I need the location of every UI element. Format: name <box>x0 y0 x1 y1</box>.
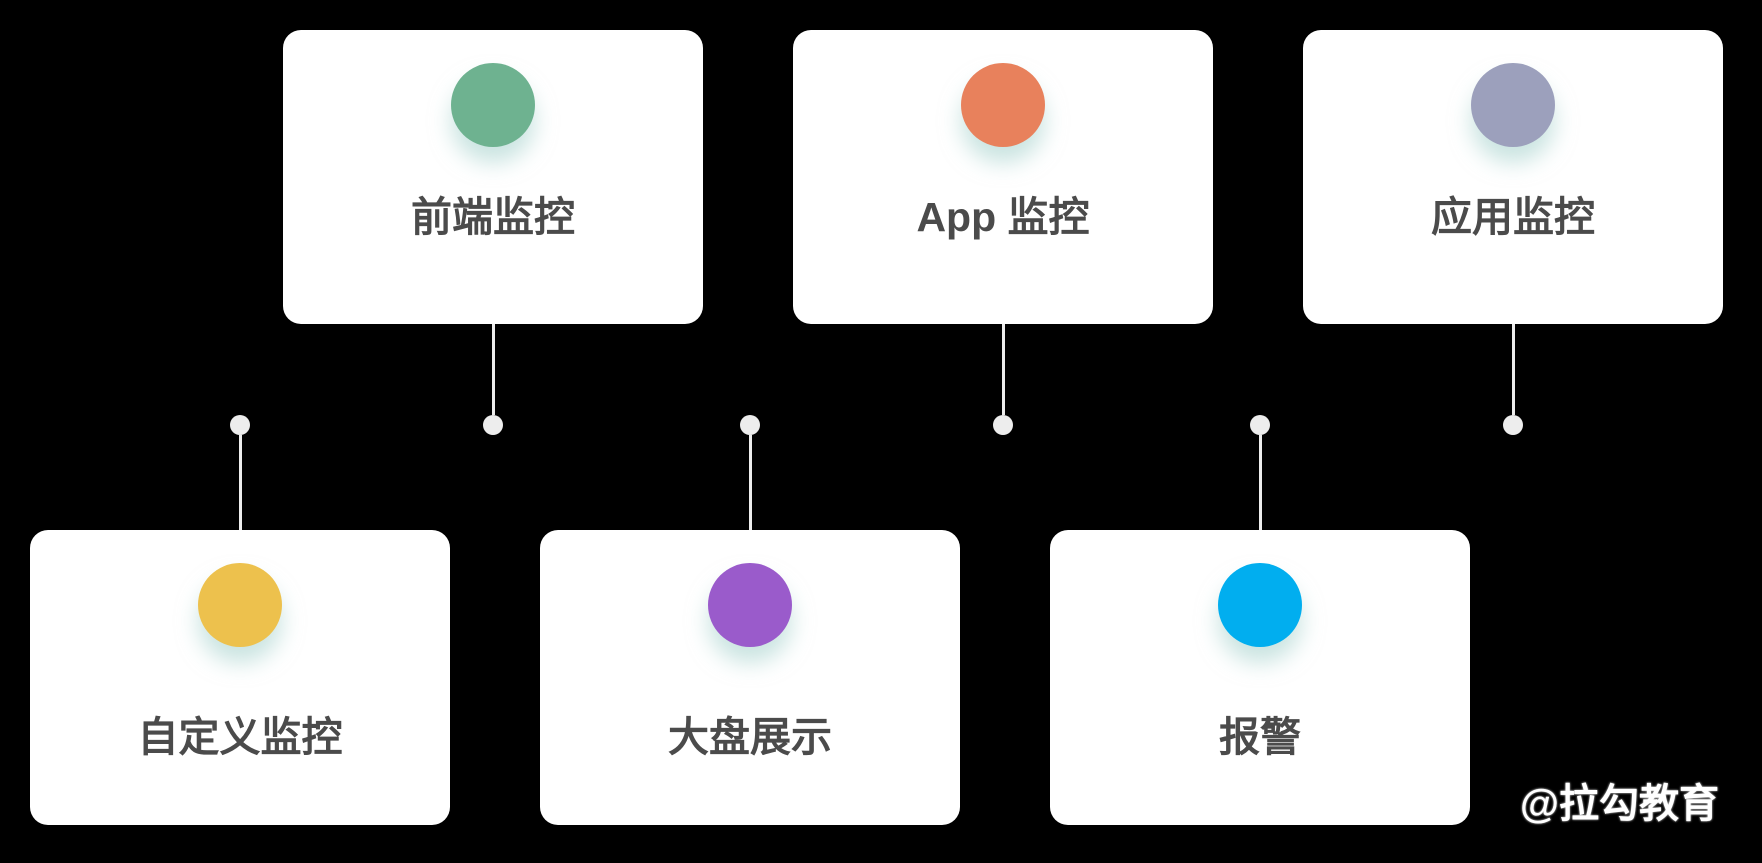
card-alert: 报警 <box>1050 530 1470 825</box>
connector-custom-monitoring <box>230 415 250 530</box>
card-label-alert: 报警 <box>1219 714 1301 760</box>
connector-line <box>238 435 242 530</box>
connector-line <box>1511 324 1515 415</box>
connector-endpoint-dot <box>993 415 1013 435</box>
orange-circle-icon <box>961 63 1045 147</box>
card-label-application-monitoring: 应用监控 <box>1431 194 1595 240</box>
connector-endpoint-dot <box>740 415 760 435</box>
connector-endpoint-dot <box>1250 415 1270 435</box>
connector-dashboard-display <box>740 415 760 530</box>
green-circle-icon <box>451 63 535 147</box>
yellow-circle-icon <box>198 563 282 647</box>
connector-application-monitoring <box>1503 324 1523 435</box>
connector-line <box>1001 324 1005 415</box>
card-frontend-monitoring: 前端监控 <box>283 30 703 324</box>
connector-endpoint-dot <box>230 415 250 435</box>
blue-circle-icon <box>1218 563 1302 647</box>
card-label-app-monitoring: App 监控 <box>916 194 1090 240</box>
connector-alert <box>1250 415 1270 530</box>
gray-purple-circle-icon <box>1471 63 1555 147</box>
purple-circle-icon <box>708 563 792 647</box>
card-label-dashboard-display: 大盘展示 <box>668 714 832 760</box>
connector-endpoint-dot <box>1503 415 1523 435</box>
card-application-monitoring: 应用监控 <box>1303 30 1723 324</box>
connector-endpoint-dot <box>483 415 503 435</box>
connector-line <box>748 435 752 530</box>
connector-line <box>491 324 495 415</box>
card-app-monitoring: App 监控 <box>793 30 1213 324</box>
watermark: @拉勾教育 <box>1520 782 1720 826</box>
connector-line <box>1258 435 1262 530</box>
card-label-frontend-monitoring: 前端监控 <box>411 194 575 240</box>
card-dashboard-display: 大盘展示 <box>540 530 960 825</box>
card-label-custom-monitoring: 自定义监控 <box>137 714 343 760</box>
connector-app-monitoring <box>993 324 1013 435</box>
card-custom-monitoring: 自定义监控 <box>30 530 450 825</box>
connector-frontend-monitoring <box>483 324 503 435</box>
